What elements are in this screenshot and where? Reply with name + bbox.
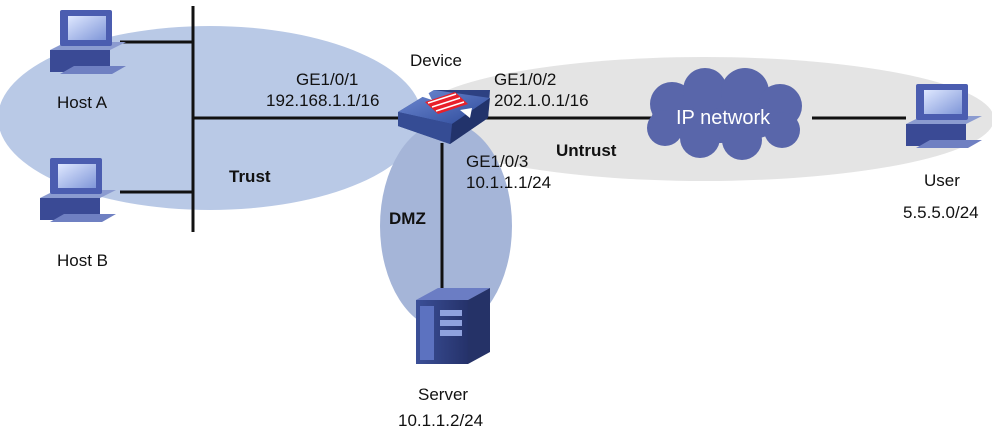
server-ip-label: 10.1.1.2/24 (398, 411, 483, 430)
port-ge1-0-3-name: GE1/0/3 (466, 152, 528, 171)
port-ge1-0-3-ip: 10.1.1.1/24 (466, 173, 551, 192)
host-b-label: Host B (57, 251, 108, 270)
zone-dmz-label: DMZ (389, 209, 426, 228)
user-label: User (924, 171, 960, 190)
host-a-desktop-icon (50, 10, 126, 74)
dmz-zone (380, 122, 512, 330)
device-label: Device (410, 51, 462, 70)
server-tower-icon (416, 288, 490, 364)
user-desktop-icon (906, 84, 982, 148)
host-a-label: Host A (57, 93, 108, 112)
zone-trust-label: Trust (229, 167, 271, 186)
cloud-label: IP network (676, 107, 771, 129)
user-ip-label: 5.5.5.0/24 (903, 203, 979, 222)
port-ge1-0-2-ip: 202.1.0.1/16 (494, 91, 589, 110)
port-ge1-0-1-name: GE1/0/1 (296, 70, 358, 89)
zone-untrust-label: Untrust (556, 141, 617, 160)
links (120, 6, 906, 290)
device-firewall-icon (398, 90, 490, 144)
host-b-desktop-icon (40, 158, 116, 222)
port-ge1-0-2-name: GE1/0/2 (494, 70, 556, 89)
port-ge1-0-1-ip: 192.168.1.1/16 (266, 91, 379, 110)
server-label: Server (418, 385, 468, 404)
ip-network-cloud-icon (647, 68, 802, 160)
